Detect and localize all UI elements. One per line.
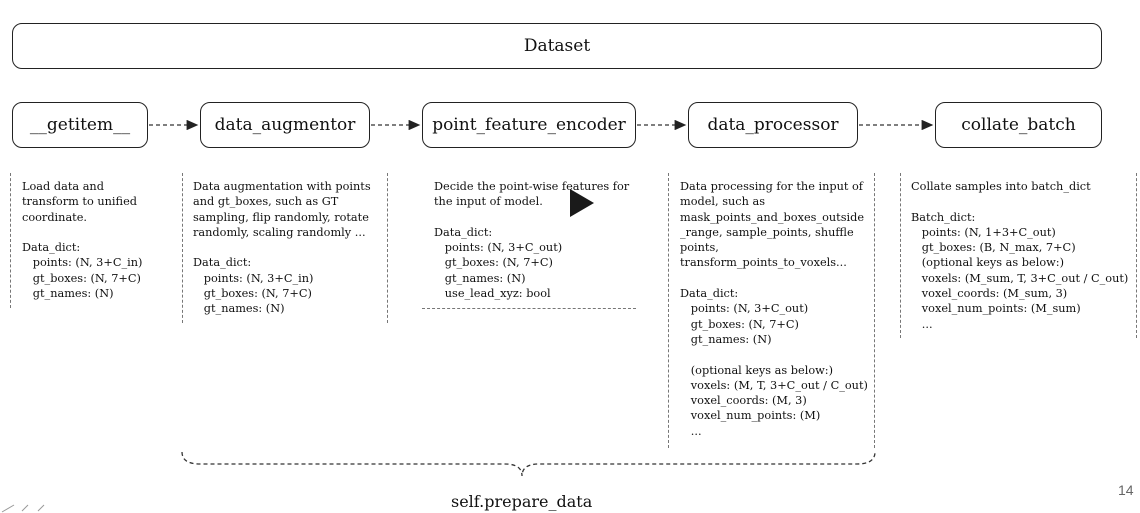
stage-box-point-feature-encoder: point_feature_encoder [422,102,636,148]
column-divider [1136,173,1137,338]
stage-description-collate-batch: Collate samples into batch_dict Batch_di… [911,180,1129,331]
column-divider [10,173,11,308]
stage-description-getitem: Load data and transform to unified coord… [22,180,143,301]
column-divider [182,173,183,323]
column-divider [387,173,388,323]
column-divider [874,173,875,448]
stage-box-data-augmentor: data_augmentor [200,102,370,148]
encoder-bottom-divider [422,308,636,309]
stage-box-data-processor: data_processor [688,102,858,148]
stage-name: point_feature_encoder [432,115,626,135]
dataset-box: Dataset [12,23,1102,69]
play-icon[interactable] [567,187,597,219]
stage-name: __getitem__ [29,115,131,135]
prepare-data-label: self.prepare_data [451,492,593,511]
stage-description-point-feature-encoder: Decide the point-wise features for the i… [434,180,630,301]
stage-box-collate-batch: collate_batch [935,102,1102,148]
stage-description-data-processor: Data processing for the input of model, … [680,180,868,438]
column-divider [900,173,901,338]
page-number: 14 [1118,482,1134,498]
stage-box-getitem: __getitem__ [12,102,148,148]
column-divider [668,173,669,448]
stage-description-data-augmentor: Data augmentation with points and gt_box… [193,180,371,316]
prepare-data-brace [181,451,876,477]
stage-name: data_augmentor [214,115,356,135]
dataset-label: Dataset [523,36,591,56]
stage-name: data_processor [707,115,839,135]
stage-name: collate_batch [961,115,1076,135]
corner-mark-icon [1,504,45,513]
